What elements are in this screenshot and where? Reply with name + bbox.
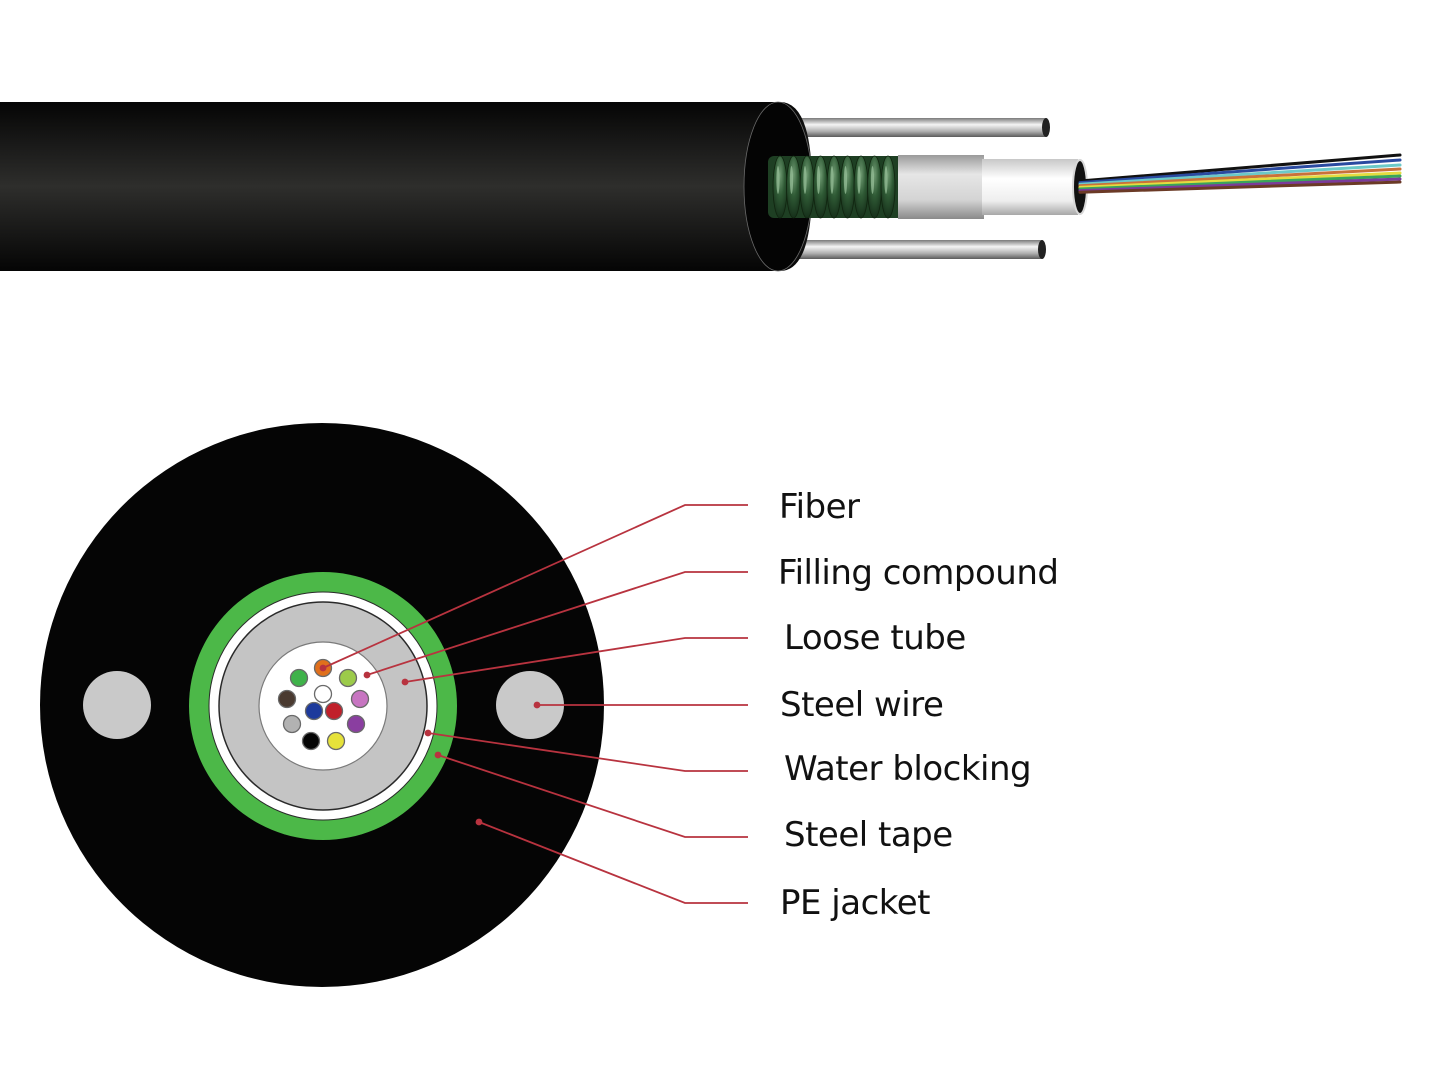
fiber-green [289,668,309,688]
armor-coil [840,155,855,219]
fiber-violet [346,714,366,734]
label-steel-wire: Steel wire [780,685,944,725]
fiber-red [324,701,344,721]
leader-dot-water-blocking [424,729,432,737]
exposed-fiber-yellow [1078,171,1402,189]
coil-highlight [843,166,848,194]
leader-dot-steel-wire [533,701,541,709]
leader-lines [319,504,748,904]
fiber-white [313,684,333,704]
corrugated-steel-tape [768,155,908,219]
armor-coil [826,155,842,219]
cable-cross-section [40,423,604,987]
exposed-fiber-aqua [1078,163,1402,186]
armor-coil [853,155,869,219]
steel-wire-rod-upper [780,118,1050,137]
armor-coil [772,155,788,219]
exposed-fiber-violet [1078,177,1402,193]
fiber-blue [304,701,324,721]
leader-dot-loose-tube [401,678,409,686]
fiber-brown [277,689,297,709]
label-steel-tape: Steel tape [784,815,953,855]
coil-highlight [789,166,794,194]
steel-wire-rod-lower [776,240,1046,259]
armor-coil [867,155,882,219]
exposed-fiber-brown [1078,180,1402,194]
armor-coil [813,155,828,219]
leader-line-pe-jacket [478,821,748,904]
armor-coil [799,155,815,219]
coil-highlight [884,166,888,194]
fiber-light-green [338,668,358,688]
exposed-fiber-black [1078,153,1402,183]
leader-line-filling-compound [366,571,748,676]
label-filling-compound: Filling compound [778,553,1059,593]
leader-line-steel-tape [437,754,748,838]
coil-highlight [857,166,861,194]
fiber-yellow [326,731,346,751]
steel-wire-left [83,671,151,739]
exposed-fiber-green [1078,174,1402,191]
leader-dot-pe-jacket [475,818,483,826]
pe-jacket-body [0,102,812,271]
armor-coil [786,155,801,219]
leader-line-fiber [322,504,748,669]
fiber-black [301,731,321,751]
coil-highlight [830,166,834,194]
label-fiber: Fiber [779,487,860,527]
leader-dot-steel-tape [434,751,442,759]
leader-dot-fiber [319,664,327,672]
armor-coil [880,155,896,219]
exposed-fiber-blue [1078,158,1402,185]
exposed-fiber-orange [1078,167,1402,188]
leader-line-water-blocking [427,732,748,772]
steel-wire-right [496,671,564,739]
label-pe-jacket: PE jacket [780,883,931,923]
coil-highlight [870,166,875,194]
cable-side-view [0,101,1402,272]
label-water-blocking: Water blocking [784,749,1032,789]
loose-tube-side [982,159,1078,215]
exposed-fibers [1078,153,1402,194]
leader-line-loose-tube [404,637,748,683]
leader-dot-filling-compound [363,671,371,679]
water-blocking-layer [898,155,984,219]
label-loose-tube: Loose tube [784,618,966,658]
coil-highlight [803,166,807,194]
coil-highlight [776,166,780,194]
fiber-bundle [277,658,370,751]
coil-highlight [816,166,821,194]
fiber-grey [282,714,302,734]
fiber-pink [350,689,370,709]
